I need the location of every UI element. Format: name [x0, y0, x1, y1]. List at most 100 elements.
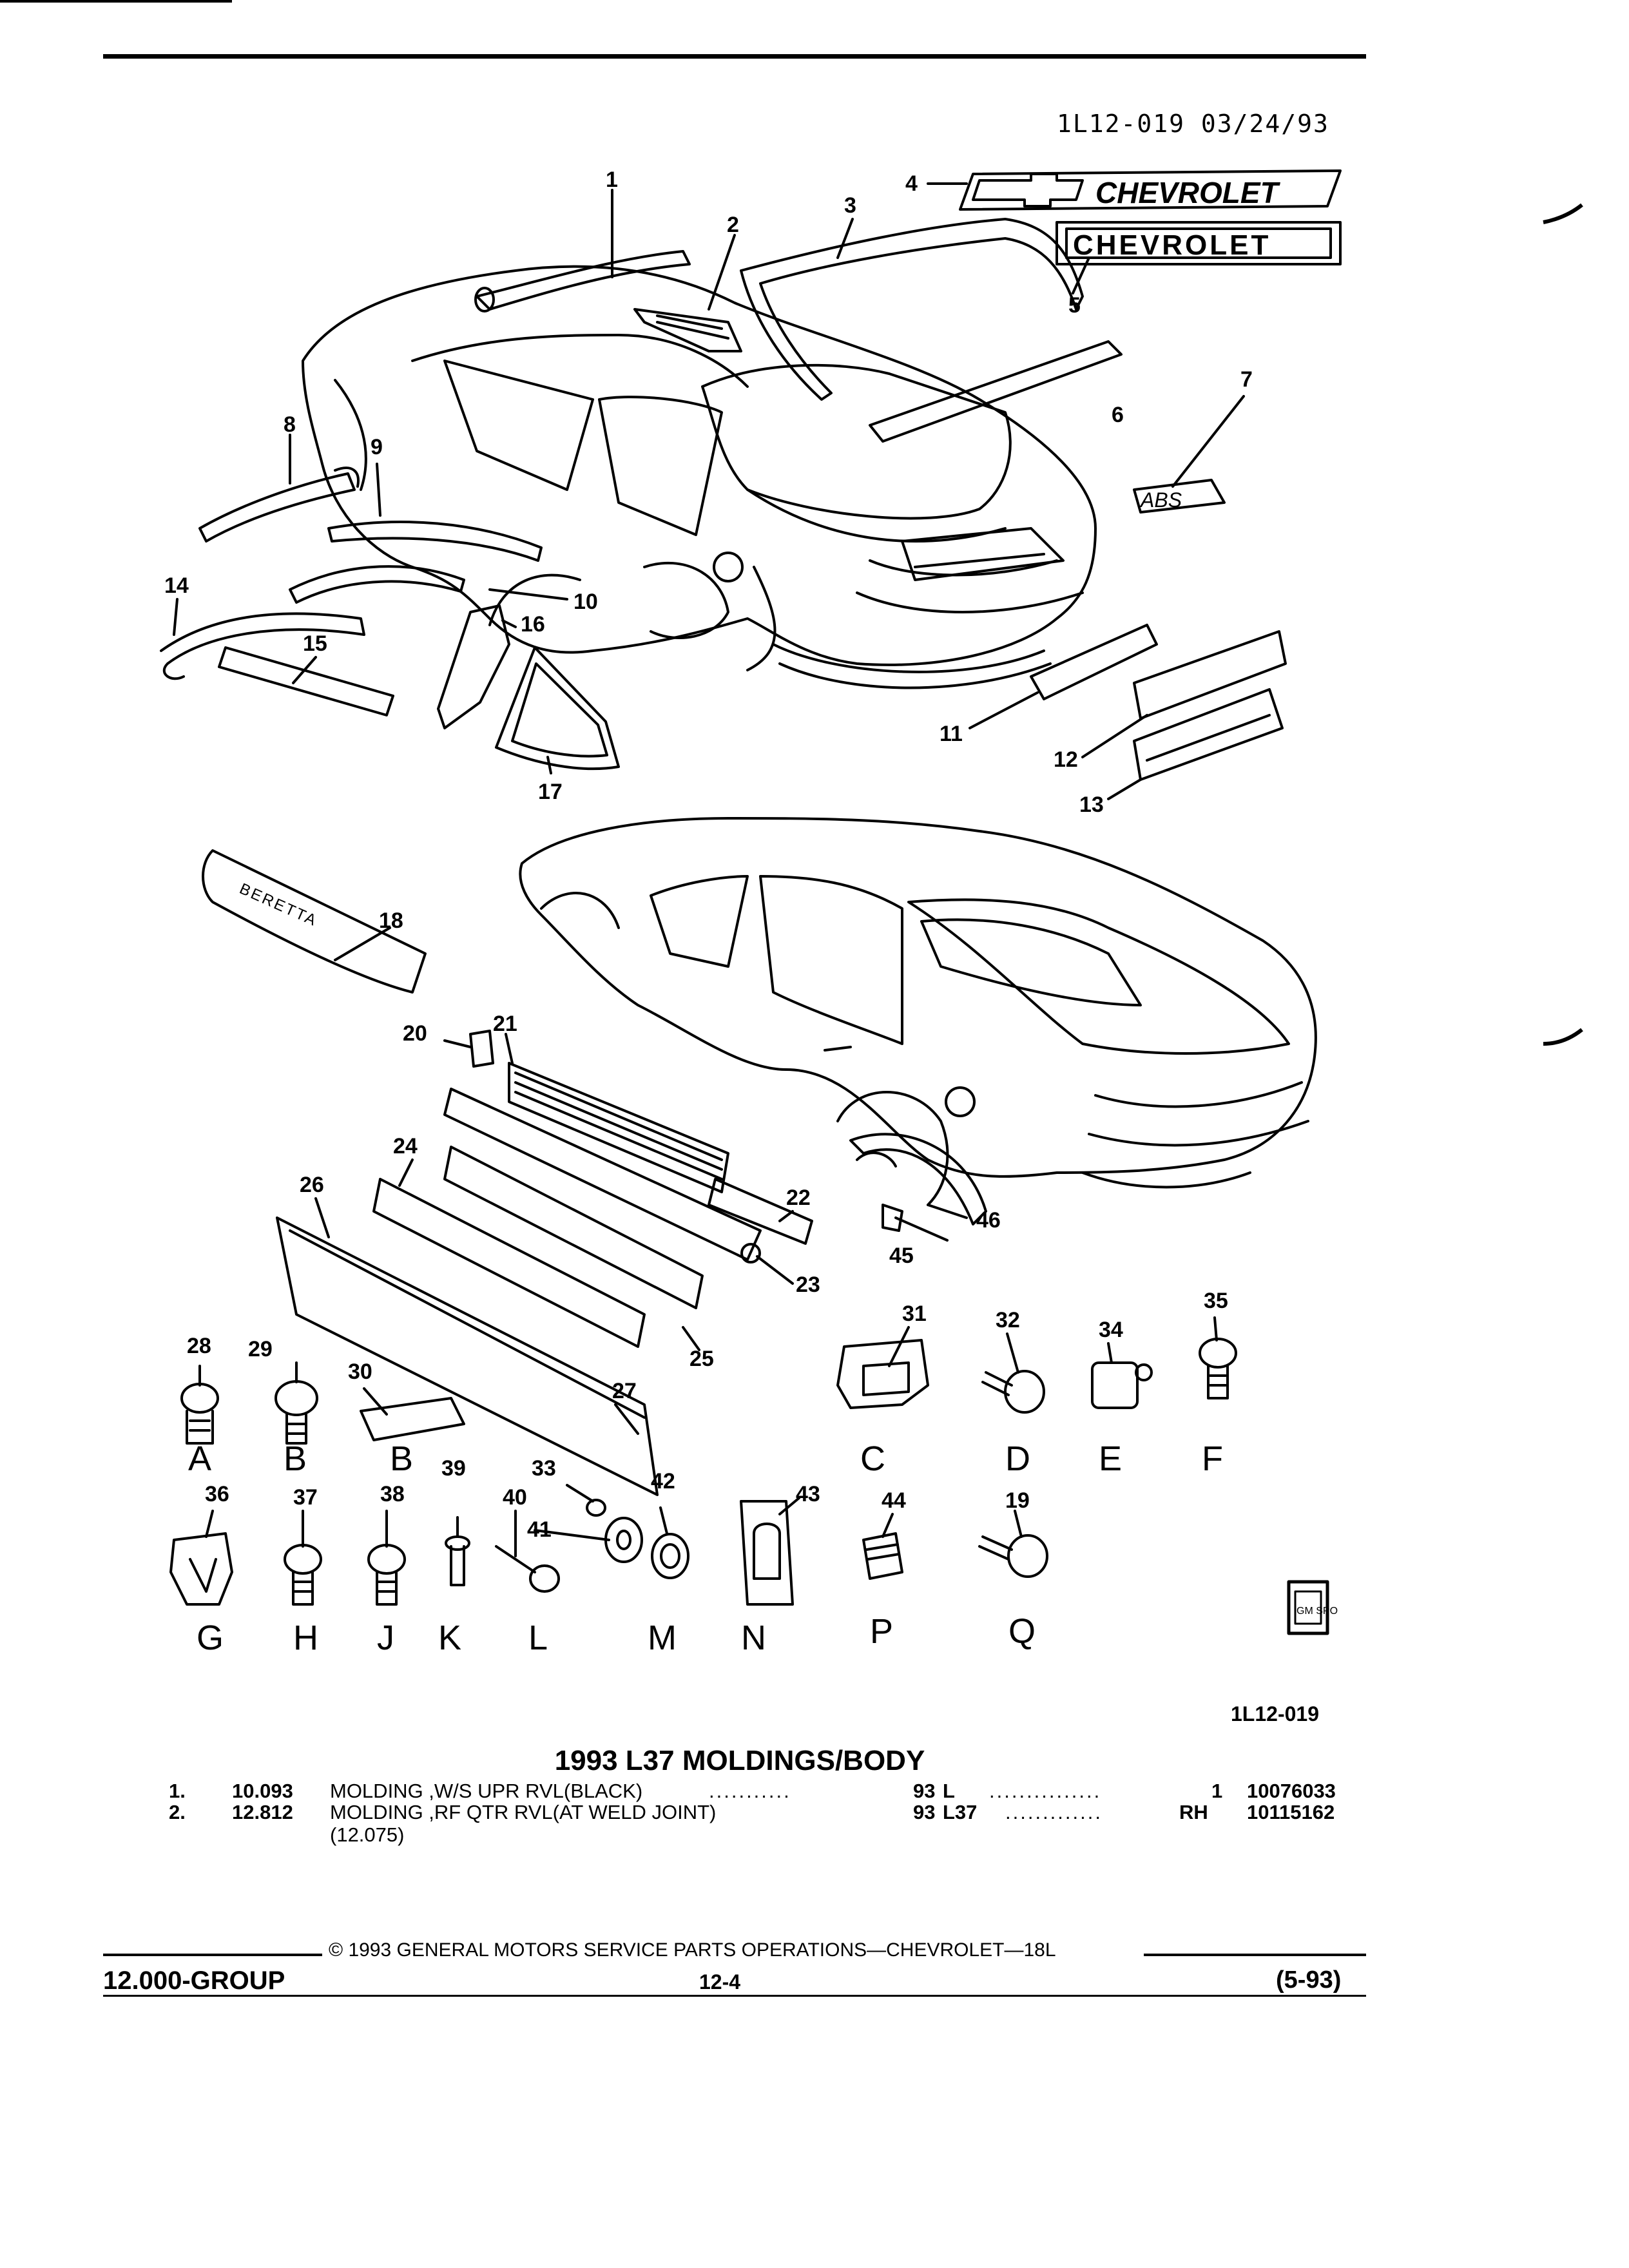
part-row-2-desc: MOLDING ,RF QTR RVL(AT WELD JOINT)	[330, 1801, 717, 1823]
part-row-2-year: 93	[913, 1801, 936, 1823]
part-row-1-dots: ...........	[709, 1780, 791, 1802]
fastener-32	[981, 1370, 1045, 1414]
figure-id: 1L12-019	[1231, 1702, 1319, 1725]
callout-4: 4	[905, 171, 918, 196]
fastener-36	[169, 1532, 233, 1606]
part-row-2-note: (12.075)	[330, 1823, 405, 1846]
fastener-31	[836, 1339, 929, 1409]
part-4-emblem	[959, 169, 1342, 211]
callout-36: 36	[205, 1482, 229, 1506]
callout-12: 12	[1054, 747, 1078, 772]
letter-G: G	[197, 1619, 224, 1657]
fastener-35	[1199, 1338, 1237, 1399]
group-label: 12.000-GROUP	[103, 1966, 285, 1995]
part-row-2-series: L37	[943, 1801, 978, 1823]
lower-car-body	[519, 817, 1317, 1206]
part-3-molding	[740, 218, 1084, 401]
nameplate-text: CHEVROLET	[1073, 229, 1271, 261]
letter-J: J	[377, 1619, 394, 1657]
callout-41: 41	[527, 1517, 552, 1542]
callout-42: 42	[651, 1469, 675, 1494]
part-row-1-part-no: 10076033	[1247, 1780, 1336, 1802]
fastener-44	[862, 1532, 903, 1580]
letter-A: A	[188, 1439, 211, 1478]
letter-H: H	[293, 1619, 318, 1657]
fastener-38	[367, 1544, 406, 1606]
callout-35: 35	[1204, 1289, 1228, 1313]
upper-car-body	[302, 265, 1097, 689]
part-16-bracket	[437, 604, 510, 729]
part-21-molding	[508, 1062, 729, 1193]
top-rule	[103, 54, 1366, 59]
callout-23: 23	[796, 1273, 820, 1297]
callout-21: 21	[493, 1012, 517, 1036]
callout-38: 38	[380, 1482, 405, 1506]
callout-37: 37	[293, 1485, 318, 1510]
fastener-30	[360, 1397, 465, 1441]
callout-20: 20	[403, 1021, 427, 1046]
letter-F: F	[1202, 1439, 1223, 1478]
fastener-40	[495, 1545, 560, 1593]
callout-28: 28	[187, 1334, 211, 1358]
callout-32: 32	[996, 1308, 1020, 1332]
date-code: (5-93)	[1276, 1966, 1342, 1994]
part-15-molding	[218, 646, 394, 716]
part-row-2-dots2: .............	[1005, 1801, 1103, 1823]
part-23-molding	[443, 1088, 762, 1261]
callout-39: 39	[441, 1456, 466, 1481]
part-row-1-dots2: ...............	[989, 1780, 1102, 1802]
part-20-clip	[469, 1030, 494, 1068]
callout-33: 33	[532, 1456, 556, 1481]
part-26-27-rocker	[276, 1216, 659, 1496]
part-row-2-qty: RH	[1179, 1801, 1208, 1823]
callout-44: 44	[882, 1488, 906, 1513]
page-number: 12-4	[699, 1970, 741, 1994]
part-25-molding	[443, 1146, 704, 1309]
gm-logo-text: GM SPO	[1296, 1606, 1338, 1617]
callout-9: 9	[371, 435, 383, 459]
letter-Q: Q	[1008, 1612, 1036, 1651]
callout-18: 18	[379, 908, 403, 933]
fastener-29	[275, 1380, 318, 1445]
section-title: 1993 L37 MOLDINGS/BODY	[554, 1745, 925, 1776]
footer-bottom-rule	[103, 1995, 1366, 1997]
callout-19: 19	[1005, 1488, 1030, 1513]
part-row-1-year: 93	[913, 1780, 936, 1802]
callout-11: 11	[940, 722, 963, 746]
callout-26: 26	[300, 1173, 324, 1197]
part-row-2-item: 2.	[169, 1801, 186, 1823]
fastener-19	[978, 1534, 1048, 1578]
callout-34: 34	[1099, 1318, 1123, 1342]
part-17-window	[495, 646, 620, 771]
part-13-molding	[1133, 688, 1284, 781]
callout-16: 16	[521, 612, 545, 637]
fastener-28	[180, 1383, 219, 1445]
part-1-molding	[476, 250, 691, 311]
letter-P: P	[870, 1612, 893, 1651]
part-12-molding	[1133, 630, 1287, 720]
part-row-1-series: L	[943, 1780, 955, 1802]
callout-6: 6	[1112, 403, 1124, 427]
part-row-1-qty: 1	[1211, 1780, 1223, 1802]
footer-rule-left	[103, 1954, 322, 1956]
fastener-43	[740, 1500, 794, 1606]
part-18-nameplate	[202, 849, 427, 994]
letter-E: E	[1099, 1439, 1122, 1478]
copyright-line: © 1993 GENERAL MOTORS SERVICE PARTS OPER…	[329, 1939, 1056, 1961]
callout-10: 10	[574, 590, 598, 614]
callout-30: 30	[348, 1360, 372, 1384]
header-id-date: 1L12-019 03/24/93	[1057, 110, 1329, 138]
part-5-nameplate	[1055, 221, 1342, 265]
letter-M: M	[648, 1619, 677, 1657]
letter-C: C	[860, 1439, 885, 1478]
callout-43: 43	[796, 1482, 820, 1506]
callout-46: 46	[976, 1208, 1001, 1233]
fastener-39	[445, 1535, 470, 1586]
fastener-41	[604, 1517, 643, 1563]
emblem-text: CHEVROLET	[1095, 176, 1281, 209]
letter-D: D	[1005, 1439, 1030, 1478]
part-row-1-item: 1.	[169, 1780, 186, 1802]
part-row-1-ref: 10.093	[232, 1780, 293, 1802]
callout-29: 29	[248, 1337, 273, 1361]
part-45-clip	[882, 1204, 903, 1232]
